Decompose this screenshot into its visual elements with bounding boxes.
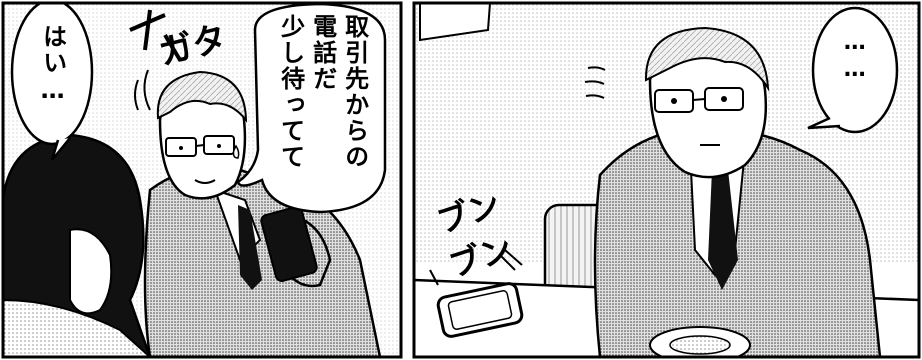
smartphone-on-table xyxy=(436,282,524,338)
panel-left xyxy=(3,3,401,357)
smartphone xyxy=(260,206,318,282)
panel-right xyxy=(414,3,919,357)
dialogue-line-3: 少し待ってて xyxy=(276,14,305,170)
dialogue-hai: はい… xyxy=(38,24,67,106)
dialogue-ellipsis: …… xyxy=(842,30,868,84)
speech-bubble-left xyxy=(10,3,94,146)
dialogue-line-1: 取引先からの xyxy=(340,14,369,170)
speech-bubble-right xyxy=(811,6,899,134)
dialogue-line-2: 電話だ xyxy=(308,14,337,92)
